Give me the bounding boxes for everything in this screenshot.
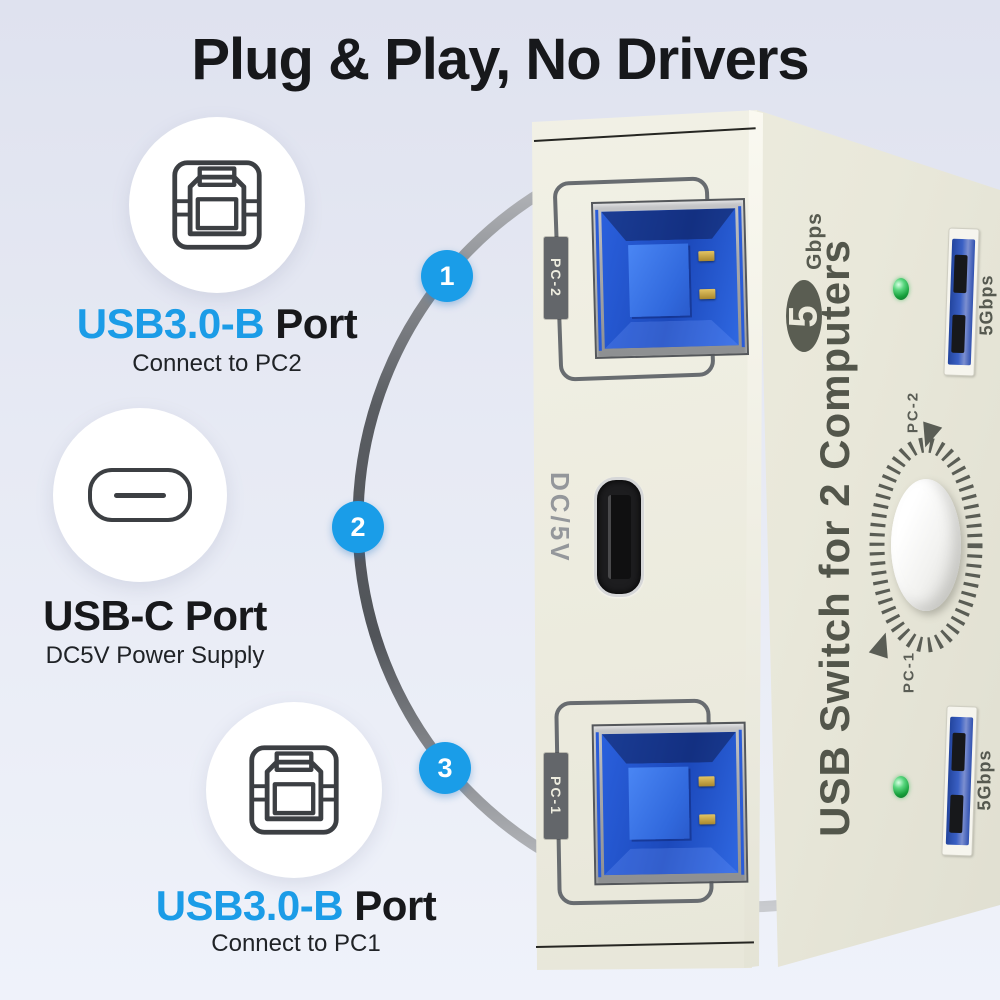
usb-a-contact	[951, 314, 966, 354]
pc2-port-plaque: PC-2	[544, 237, 568, 319]
product-name-text: USB Switch for 2 Computers	[811, 239, 858, 837]
pc2-port-label: PC-2	[548, 258, 564, 298]
connector-shade	[602, 732, 737, 764]
heading-rest-text: Port	[343, 882, 437, 929]
step-badge-1: 1	[421, 250, 473, 302]
connector-tongue	[628, 766, 690, 840]
gold-pin	[698, 776, 715, 787]
dc-port-label: DC/5V	[545, 472, 575, 564]
port-edge-strip	[738, 206, 745, 348]
pc2-usb-b-port	[590, 198, 750, 359]
callout-subtitle-usb-b-bottom: Connect to PC1	[211, 930, 381, 957]
heading-accent-text: USB3.0-B	[155, 882, 344, 929]
pc1-status-led	[893, 776, 909, 798]
callout-circle-usb-c	[53, 408, 227, 582]
connector-shade	[604, 319, 739, 348]
usb-a-contact	[949, 794, 964, 834]
heading-accent-text: USB3.0-B	[76, 300, 265, 347]
callout-heading-usb-b-bottom: USB3.0-B Port	[96, 882, 496, 930]
usb-c-power-port	[594, 477, 644, 597]
step-badge-3: 3	[419, 742, 471, 794]
dial-pc1-label: PC-1	[900, 650, 918, 694]
callout-heading-usb-c: USB-C Port	[0, 592, 355, 640]
callout-circle-usb-b-top	[129, 117, 305, 293]
port-edge-strip	[738, 729, 745, 875]
selector-dial-button[interactable]	[891, 479, 961, 611]
usb-a-bottom-speed-label: 5Gbps	[974, 749, 995, 811]
usb-c-port-icon	[88, 468, 192, 522]
pc1-port-plaque: PC-1	[544, 753, 568, 839]
usb-switch-device: PC-2 DC/5V PC-1	[520, 60, 1000, 985]
dial-tick-ring	[869, 437, 983, 653]
usb-b-port-icon	[172, 160, 262, 250]
gold-pin	[699, 288, 716, 300]
gold-pin	[699, 814, 716, 825]
speed-5-circle: 5	[782, 280, 826, 352]
page-title: Plug & Play, No Drivers	[191, 27, 809, 92]
usb-b-connector	[601, 208, 739, 349]
pc1-usb-b-port	[591, 721, 749, 886]
heading-rest-text: Port	[264, 300, 358, 347]
usb-a-top-speed-label: 5Gbps	[976, 274, 997, 336]
usb-a-port-bottom	[941, 705, 978, 857]
callout-subtitle-usb-c: DC5V Power Supply	[45, 642, 265, 669]
port-edge-strip	[595, 732, 602, 878]
heading-rest-text: USB-C Port	[43, 592, 267, 639]
usb-a-socket	[945, 716, 974, 846]
device-corner-highlight	[744, 110, 763, 968]
gold-pin	[698, 250, 715, 262]
usb-b-connector	[601, 731, 739, 876]
usb-a-contact	[951, 732, 966, 772]
connector-shade	[604, 847, 738, 875]
step-badge-2: 2	[332, 501, 384, 553]
dial-pc2-label: PC-2	[904, 390, 922, 434]
usb-a-socket	[947, 238, 976, 366]
callout-heading-usb-b-top: USB3.0-B Port	[17, 300, 417, 348]
connector-tongue	[628, 243, 690, 318]
usb-a-port-top	[943, 227, 980, 377]
usb-b-port-icon	[249, 745, 339, 835]
pc1-port-label: PC-1	[548, 776, 564, 816]
callout-subtitle-usb-b-top: Connect to PC2	[132, 350, 302, 377]
pc2-status-led	[893, 278, 909, 300]
callout-circle-usb-b-bottom	[206, 702, 382, 878]
usb-a-contact	[953, 254, 968, 294]
usb-c-pin-line	[114, 492, 166, 498]
usb-c-slot	[607, 495, 631, 579]
connector-shade	[601, 208, 736, 241]
